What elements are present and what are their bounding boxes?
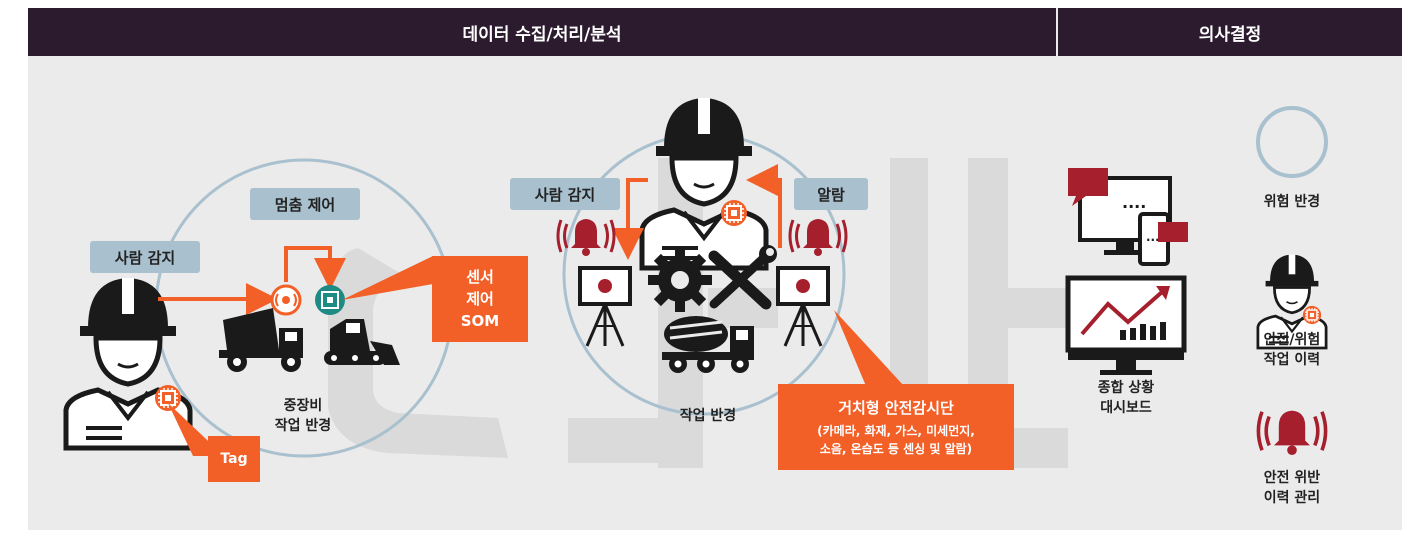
dashboard-monitor-icon (1065, 275, 1187, 375)
header-left-title: 데이터 수집/처리/분석 (462, 24, 622, 45)
header-data-collection: 데이터 수집/처리/분석 (28, 8, 1056, 56)
alarm-label: 알람 (817, 185, 845, 204)
sensor-pointer (342, 256, 433, 300)
sensor-signal-icon (270, 284, 302, 316)
monitor-pointer (834, 310, 904, 386)
dashboard-label: 종합 상황 대시보드 (1097, 380, 1155, 416)
stop-control-tag: 멈춤 제어 (250, 188, 360, 220)
bulldozer-icon (324, 319, 400, 365)
alarm-tag: 알람 (794, 178, 868, 210)
svg-text:....: .... (1122, 193, 1146, 212)
watermark-logo (328, 158, 1078, 468)
left-person-detect-label: 사람 감지 (114, 248, 176, 267)
legend-alarm-bell-icon (1256, 408, 1328, 457)
stop-control-arrow (284, 246, 346, 290)
gear-icon (648, 248, 712, 312)
som-chip-icon (315, 285, 345, 315)
monitor-tripod-right-icon (776, 266, 830, 348)
header-decision: 의사결정 (1058, 8, 1402, 56)
monitor-callout-desc: (카메라, 화재, 가스, 미세먼지, 소음, 온습도 등 센싱 및 알람) (817, 423, 975, 456)
tools-icon (708, 245, 777, 310)
legend-circle-icon (1256, 106, 1328, 178)
center-person-detect-label: 사람 감지 (534, 185, 596, 204)
devices-icon: .... ... (1068, 168, 1188, 266)
tag-callout: Tag (208, 436, 260, 482)
worker-icon (66, 278, 190, 448)
diagram-frame: 데이터 수집/처리/분석 의사결정 (28, 8, 1402, 530)
diagram-graphics: .... ... (28, 8, 1328, 458)
center-chip-icon (720, 199, 748, 227)
legend-violation-history-label: 안전 위반 이력 관리 (1263, 470, 1321, 506)
work-radius-label: 작업 반경 (679, 408, 737, 424)
tag-callout-label: Tag (220, 451, 248, 467)
heavy-equipment-radius-label: 중장비 작업 반경 (274, 398, 332, 434)
tag-chip-icon (154, 384, 182, 412)
svg-text:...: ... (1146, 230, 1160, 244)
legend-work-history-label: 안전/위험 작업 이력 (1263, 332, 1321, 368)
header-right-title: 의사결정 (1198, 24, 1262, 45)
center-alarm-arrow (746, 164, 782, 248)
monitor-callout-title: 거치형 안전감시단 (838, 398, 954, 417)
alarm-bell-right-icon (788, 217, 848, 258)
mixer-truck-icon (662, 316, 754, 373)
legend-risk-radius-label: 위험 반경 (1263, 194, 1321, 210)
dump-truck-icon (219, 308, 303, 372)
monitor-callout: 거치형 안전감시단 (카메라, 화재, 가스, 미세먼지, 소음, 온습도 등 … (778, 384, 1014, 470)
monitor-tripod-left-icon (578, 266, 632, 348)
center-worker-icon (642, 98, 766, 268)
legend-chip-icon (1302, 305, 1322, 325)
center-person-detect-tag: 사람 감지 (510, 178, 620, 210)
left-person-detect-tag: 사람 감지 (90, 241, 200, 273)
stop-control-label: 멈춤 제어 (274, 195, 336, 214)
center-detect-arrow (612, 178, 648, 260)
sensor-callout: 센서 제어 SOM (432, 256, 528, 342)
